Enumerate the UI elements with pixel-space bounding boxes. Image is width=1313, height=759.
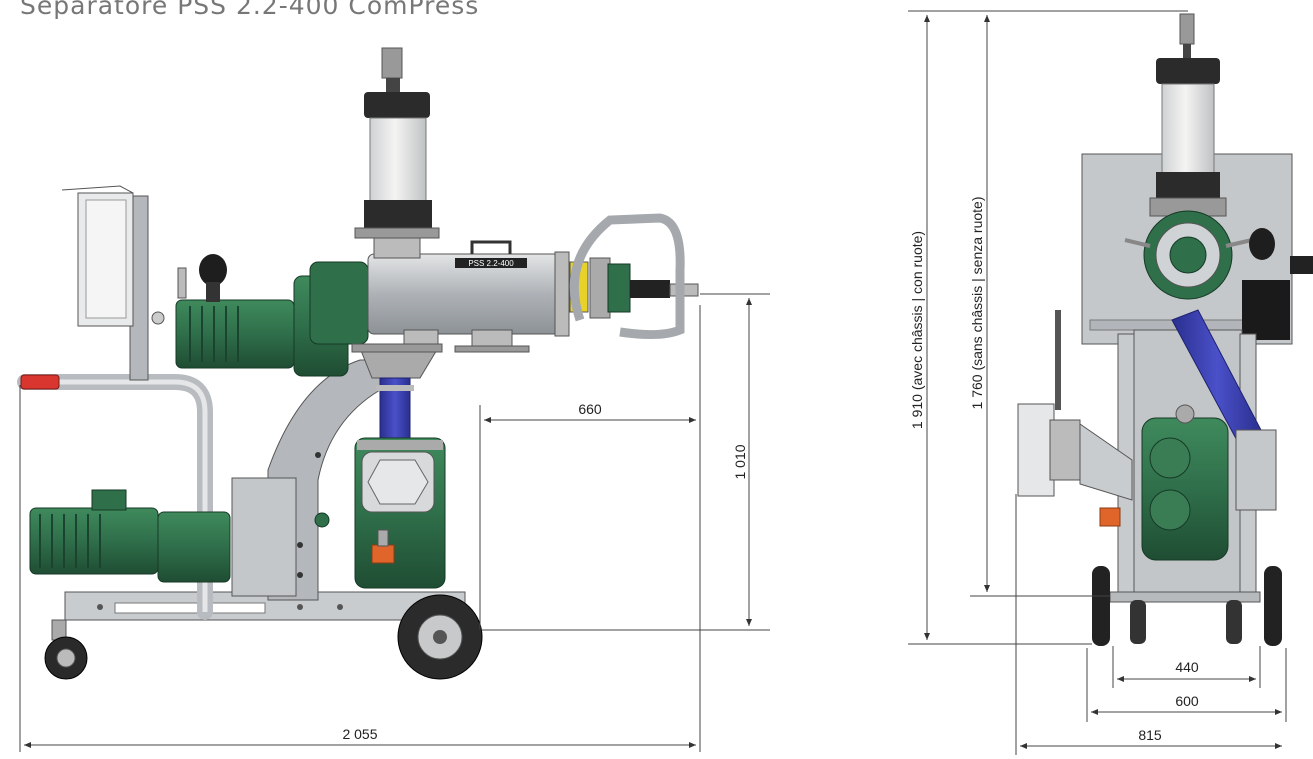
side-view: PSS 2.2-400 [17,47,770,752]
caster-wheel [44,619,88,680]
dim-height-without-chassis-label: 1 760 (sans châssis | senza ruote) [969,197,985,410]
front-pump [1141,417,1229,561]
dim-total-length-label: 2 055 [342,726,377,742]
dim-outlet-reach-label: 660 [578,401,602,417]
screw-motor [175,254,369,377]
filter-cylinder [354,47,440,259]
dim-track-wheels-label: 600 [1175,693,1199,709]
feed-pump [354,437,446,589]
front-view: 1 910 (avec châssis | con ruote) 1 760 (… [908,10,1313,755]
dim-track-inner-label: 440 [1175,659,1199,675]
dim-height-with-chassis-label: 1 910 (avec châssis | con ruote) [909,231,925,429]
main-wheel [397,594,483,680]
screw-housing: PSS 2.2-400 [367,213,699,353]
dim-total-width-label: 815 [1138,727,1162,743]
page-title: Separatore PSS 2.2-400 ComPress [20,0,480,20]
dim-outlet-height-label: 1 010 [732,444,748,479]
pump-motor [29,489,231,583]
machine-label: PSS 2.2-400 [468,259,514,268]
drain-valve [371,544,395,564]
handle-grip [20,374,60,390]
